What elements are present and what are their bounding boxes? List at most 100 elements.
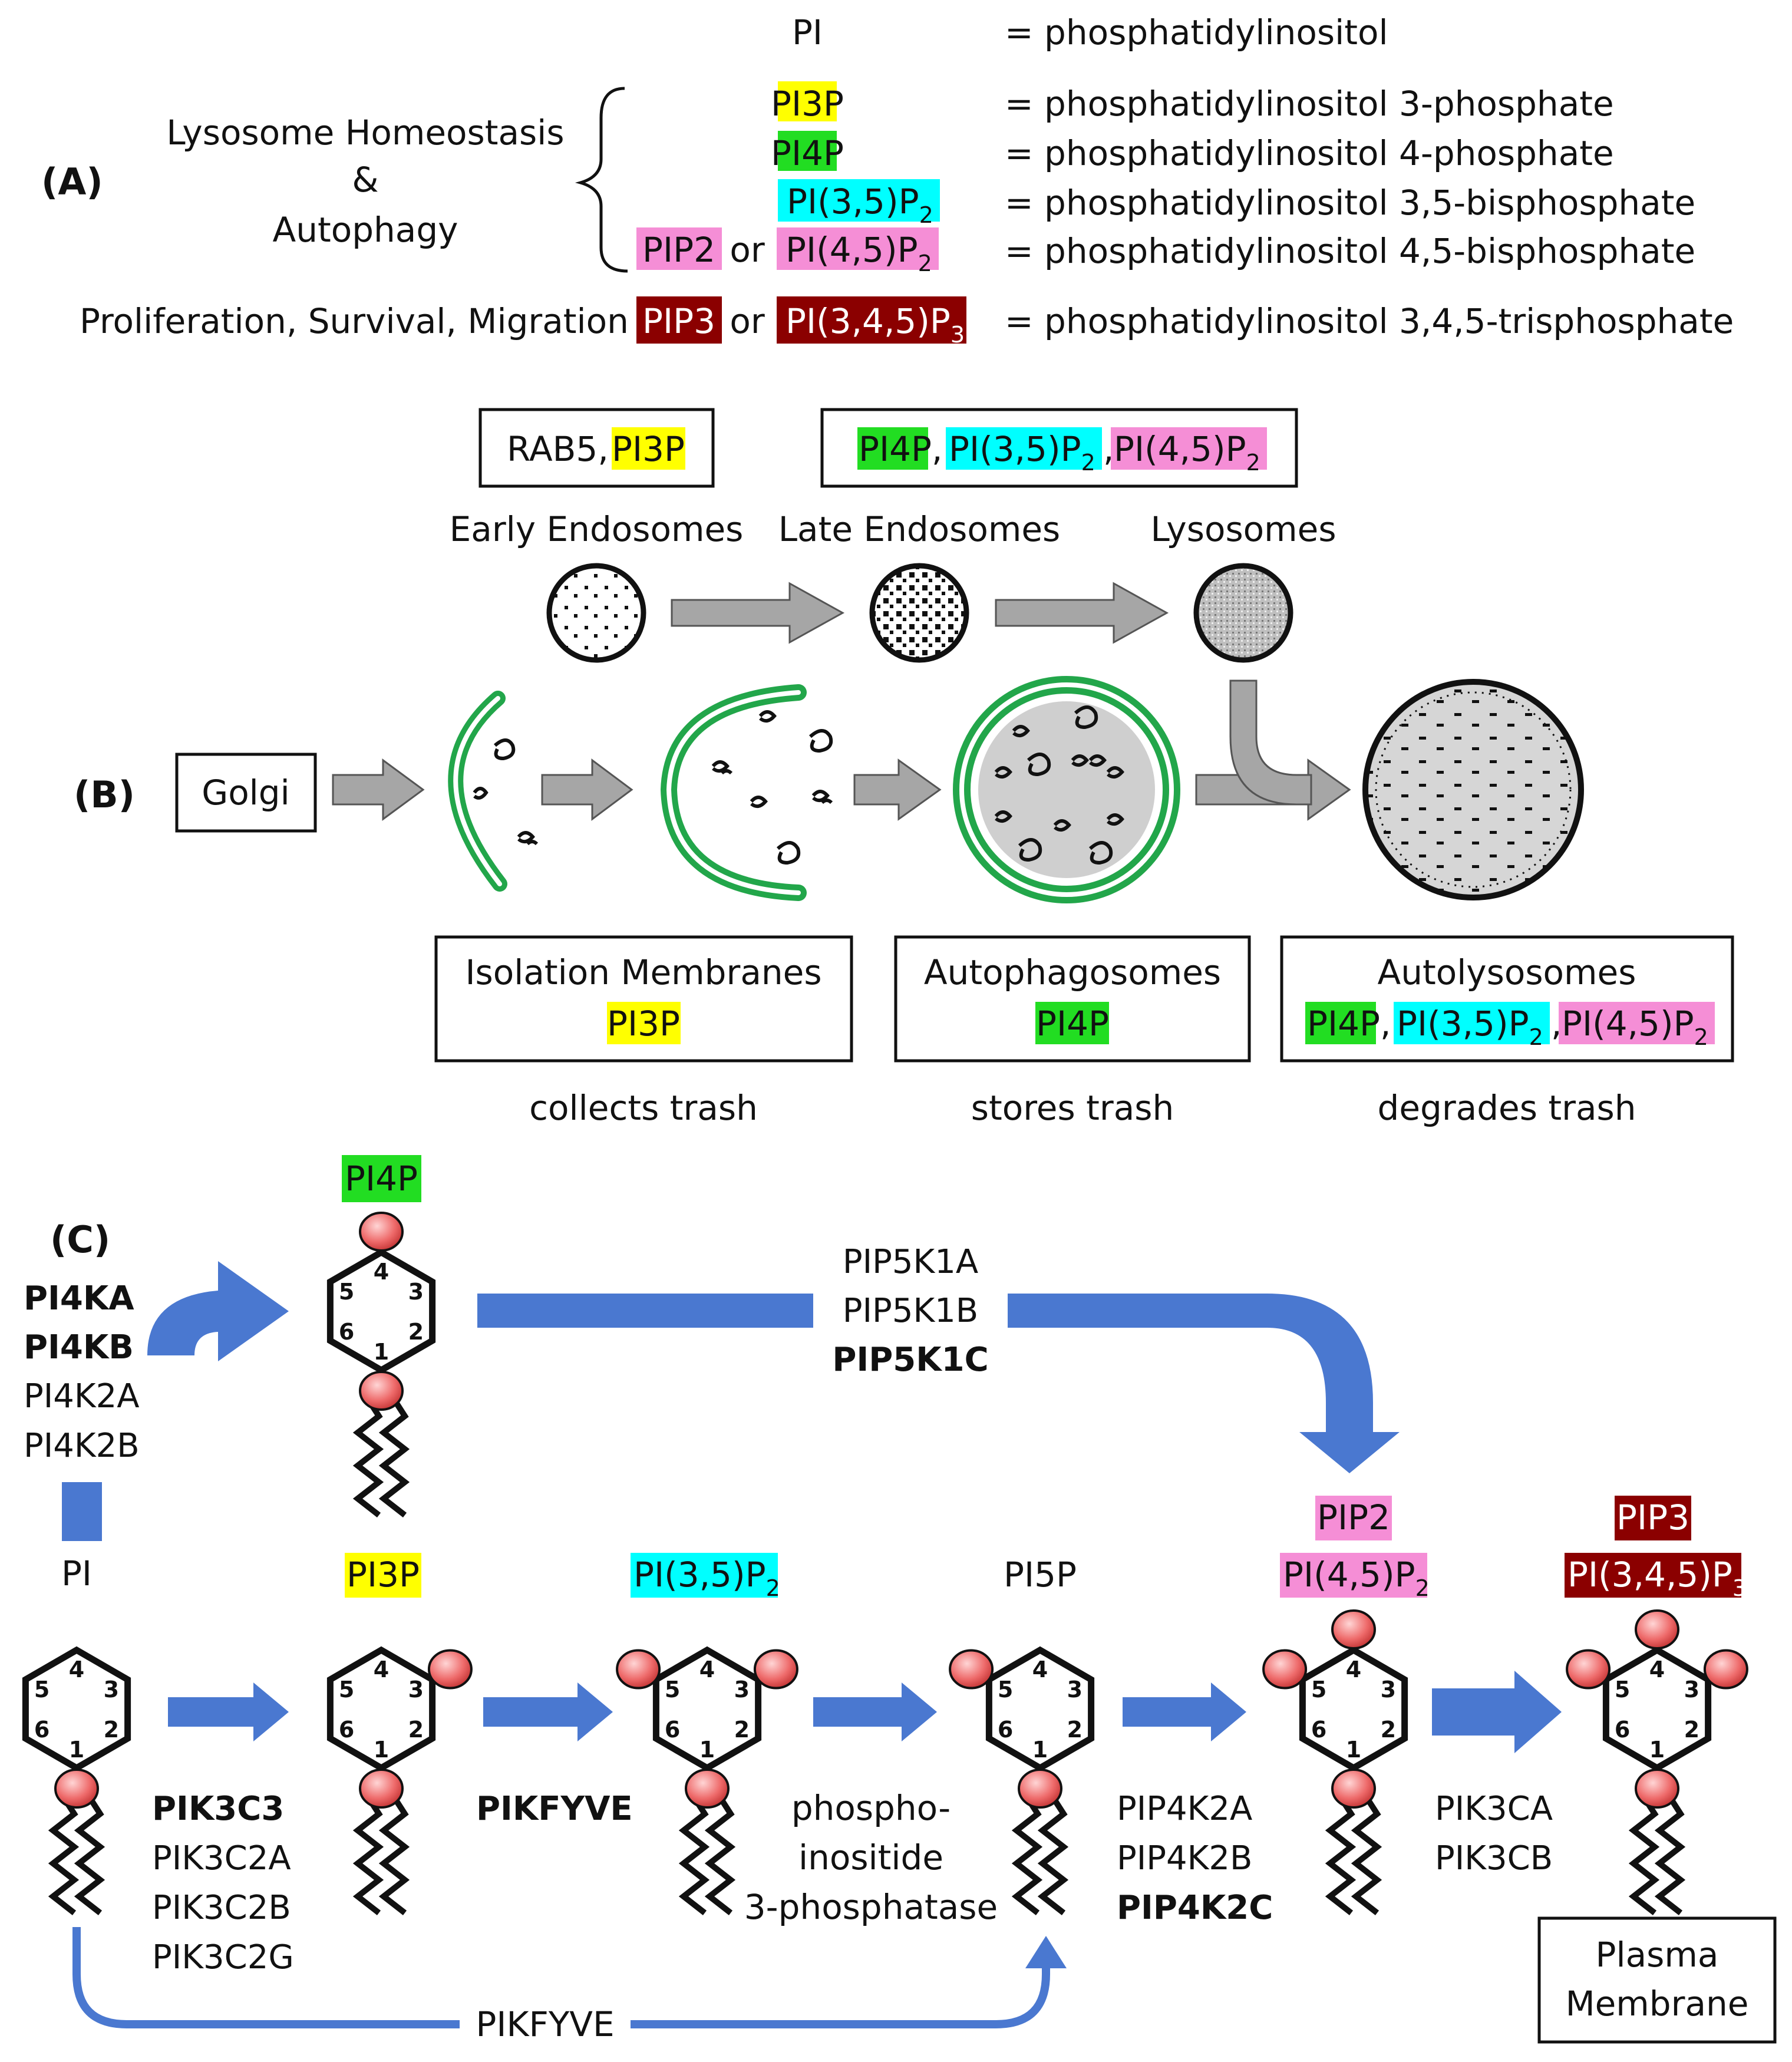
trash-group-1	[473, 738, 539, 846]
chip-pi45p2	[777, 227, 939, 270]
label-pi3p: PI3P	[771, 84, 844, 124]
label-isolation-membranes: Isolation Membranes	[465, 952, 821, 992]
chip-isolation-pi3p	[607, 1002, 681, 1044]
label-c-pi4p: PI4P	[345, 1159, 418, 1199]
label-pi345p3: PI(3,4,5)P3	[786, 301, 965, 348]
label-pip2: PIP2	[642, 230, 715, 270]
label-pi4p: PI4P	[771, 133, 844, 173]
ring-number: 6	[998, 1717, 1013, 1743]
label-late-pi45p2: PI(4,5)P2	[1114, 429, 1260, 476]
ring-number: 2	[408, 1319, 424, 1345]
label-proliferation: Proliferation, Survival, Migration	[80, 301, 629, 341]
ring-number: 6	[34, 1717, 49, 1743]
def-pi45p2: = phosphatidylinositol 4,5-bisphosphate	[1005, 231, 1695, 271]
ring-number: 1	[1649, 1737, 1665, 1763]
lipid-tail	[48, 1796, 105, 1915]
chip-rab5-pi3p	[612, 427, 685, 470]
ring-number: 6	[339, 1717, 354, 1743]
label-collects-trash: collects trash	[529, 1088, 758, 1128]
label-stores-trash: stores trash	[971, 1088, 1174, 1128]
enzyme-pik3cb: PIK3CB	[1435, 1839, 1553, 1878]
ring-number: 6	[1615, 1717, 1630, 1743]
ring-number: 3	[1381, 1677, 1396, 1703]
label-autolyso-pi35p2: PI(3,5)P2	[1397, 1004, 1543, 1050]
enzyme-pik3c2b: PIK3C2B	[152, 1889, 291, 1927]
arrow-pip5k-left	[477, 1294, 813, 1328]
arrow-lysosome-fusion	[1229, 679, 1312, 806]
label-late-pi35p2: PI(3,5)P2	[949, 429, 1095, 476]
ring-number: 3	[104, 1677, 119, 1703]
def-pi3p: = phosphatidylinositol 3-phosphate	[1005, 84, 1614, 124]
group-label-lysosome: Lysosome Homeostasis	[166, 113, 564, 153]
arrow-late-to-lysosome	[995, 582, 1169, 644]
def-pi345p3: = phosphatidylinositol 3,4,5-trisphospha…	[1005, 301, 1734, 341]
chip-c-pi35p2	[631, 1553, 778, 1598]
phosphate-head-icon	[1018, 1769, 1062, 1809]
chip-c-pi345p3	[1565, 1553, 1741, 1598]
arrow-pi-to-pi4p	[147, 1261, 289, 1361]
lipid-tail	[1628, 1796, 1686, 1915]
ring-number: 2	[1067, 1717, 1083, 1743]
panel-c-label: (C)	[50, 1218, 110, 1261]
label-or-2: or	[730, 301, 764, 341]
label-c-pi5p: PI5P	[1004, 1555, 1077, 1595]
box-golgi	[175, 753, 317, 833]
ring-number: 6	[339, 1319, 354, 1345]
label-plasma: Plasma	[1596, 1935, 1719, 1975]
panel-a-label: (A)	[41, 160, 103, 203]
enzyme-pip4k2c: PIP4K2C	[1117, 1889, 1273, 1927]
enzyme-pikfyve-bottom: PIKFYVE	[476, 2004, 614, 2044]
panel-a: (A) Lysosome Homeostasis & Autophagy PI …	[41, 12, 1734, 348]
enzyme-pi4k2b: PI4K2B	[24, 1427, 140, 1465]
ring-number: 5	[339, 1279, 354, 1305]
label-pi35p2: PI(3,5)P2	[787, 182, 933, 228]
lysosome-icon	[1193, 563, 1293, 663]
enzyme-pikfyve: PIKFYVE	[476, 1790, 633, 1828]
inositol-ring-icon	[326, 1248, 436, 1374]
ring-number: 5	[1311, 1677, 1326, 1703]
ring-number: 4	[69, 1657, 84, 1682]
phosphate-head-icon	[616, 1649, 661, 1690]
chip-autolyso-pi35p2	[1394, 1002, 1550, 1044]
phosphate-head-icon	[1703, 1649, 1748, 1690]
phosphate-head-icon	[359, 1769, 404, 1809]
phosphate-head-icon	[1262, 1649, 1308, 1690]
label-phosphatase-1: phospho-	[791, 1788, 951, 1828]
enzyme-pi4ka: PI4KA	[24, 1279, 134, 1318]
chip-c-pip2	[1315, 1496, 1392, 1540]
enzyme-pik3c2a: PIK3C2A	[152, 1839, 291, 1878]
arrow-isolation-growth	[541, 758, 633, 821]
ring-number: 1	[699, 1737, 715, 1763]
phosphate-head-icon	[1635, 1609, 1679, 1649]
phosphate-head-icon	[1635, 1769, 1679, 1809]
ring-number: 3	[1684, 1677, 1699, 1703]
chip-late-pi45p2	[1111, 427, 1267, 470]
isolation-membrane-large	[660, 684, 807, 901]
phosphate-head-icon	[54, 1769, 99, 1809]
group-label-ampersand: &	[352, 160, 378, 200]
chip-pi4p	[778, 131, 837, 171]
trash-group-2	[711, 710, 833, 865]
chip-c-pi4p	[342, 1155, 421, 1202]
ring-number: 4	[699, 1657, 715, 1682]
label-membrane: Membrane	[1566, 1984, 1749, 2024]
ring-number: 5	[1615, 1677, 1630, 1703]
arrow-pi35p2-to-pi5p	[813, 1682, 937, 1741]
ring-number: 1	[374, 1339, 389, 1365]
def-pi35p2: = phosphatidylinositol 3,5-bisphosphate	[1005, 183, 1695, 223]
phosphate-head-icon	[427, 1649, 473, 1690]
phosphate-head-icon	[1331, 1609, 1376, 1649]
label-phosphatase-2: inositide	[798, 1837, 943, 1878]
group-brace	[575, 87, 628, 273]
ring-number: 6	[665, 1717, 680, 1743]
chip-c-pip3	[1615, 1496, 1691, 1540]
def-pi4p: = phosphatidylinositol 4-phosphate	[1005, 133, 1614, 173]
label-c-pi3p: PI3P	[346, 1555, 420, 1595]
arrow-pi5p-to-pi45p2	[1123, 1682, 1246, 1741]
inositol-ring-icon	[22, 1646, 131, 1772]
lipid-tail	[678, 1796, 736, 1915]
label-or-1: or	[730, 230, 764, 270]
